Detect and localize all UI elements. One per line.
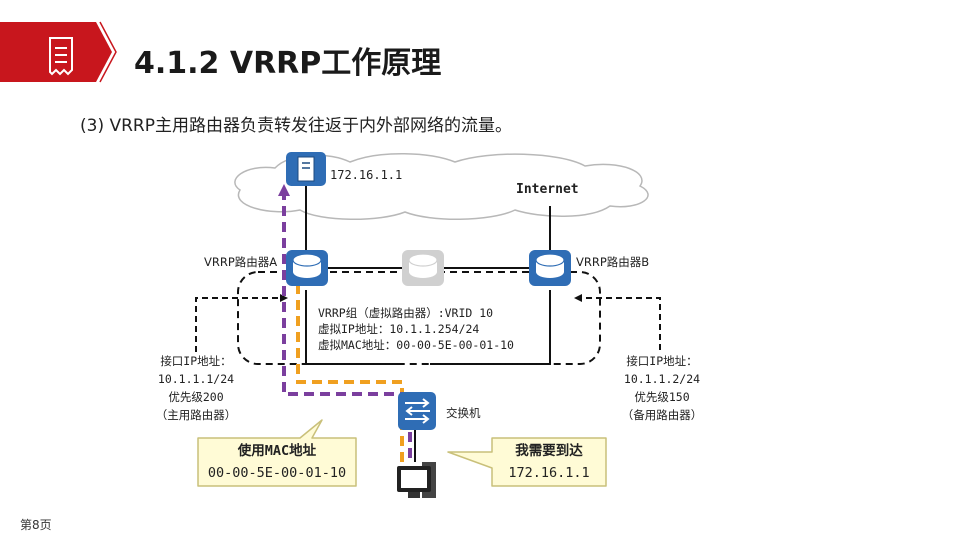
callout-left-title: 使用MAC地址: [237, 443, 317, 459]
internet-label: Internet: [516, 182, 579, 197]
router-b-info-role: （备用路由器）: [621, 408, 703, 422]
vrrp-virtual-ip-line: 虚拟IP地址：10.1.1.254/24: [318, 322, 480, 336]
page-number: 第8页: [20, 518, 52, 532]
router-a-info-priority: 优先级200: [168, 390, 224, 404]
switch-icon: [398, 392, 436, 430]
callout-right-ip: 172.16.1.1: [508, 465, 590, 481]
router-a-info: 接口IP地址： 10.1.1.1/24 优先级200 （主用路由器）: [140, 352, 252, 424]
callout-right-bubble: [447, 437, 607, 487]
router-a-info-line: 接口IP地址：: [160, 354, 232, 368]
virtual-router-icon: [402, 250, 444, 286]
router-b-info-line: 接口IP地址：: [626, 354, 698, 368]
server-icon: [286, 152, 326, 186]
document-icon: [49, 37, 73, 76]
page-subtitle: (3) VRRP主用路由器负责转发往返于内外部网络的流量。: [80, 116, 512, 136]
callout-left-bubble: [197, 419, 357, 487]
router-a-info-role: （主用路由器）: [155, 408, 237, 422]
router-a-info-ip: 10.1.1.1/24: [157, 372, 235, 386]
router-b-info-priority: 优先级150: [634, 390, 690, 404]
vrrp-virtual-mac-line: 虚拟MAC地址：00-00-5E-00-01-10: [318, 338, 514, 352]
switch-label: 交换机: [446, 406, 481, 420]
router-b-info-pointer: [580, 297, 661, 350]
router-b-info: 接口IP地址： 10.1.1.2/24 优先级150 （备用路由器）: [606, 352, 718, 424]
router-b-label: VRRP路由器B: [576, 255, 650, 269]
vrrp-group-info: VRRP组（虚拟路由器）:VRID 10 虚拟IP地址：10.1.1.254/2…: [318, 305, 514, 353]
callout-right-title: 我需要到达: [515, 443, 583, 459]
callout-left-mac: 00-00-5E-00-01-10: [207, 465, 347, 481]
callout-right: 我需要到达 172.16.1.1: [492, 440, 606, 484]
page-title: 4.1.2 VRRP工作原理: [134, 46, 442, 81]
header-chevron: [99, 21, 117, 83]
callout-left: 使用MAC地址 00-00-5E-00-01-10: [198, 440, 356, 484]
server-ip-label: 172.16.1.1: [330, 168, 403, 182]
header-banner: [0, 22, 112, 82]
router-a-info-pointer: [195, 297, 282, 352]
internet-cloud: [234, 153, 649, 221]
router-b-icon: [529, 250, 571, 286]
pc-icon: [397, 462, 436, 498]
vrrp-group-line: VRRP组（虚拟路由器）:VRID 10: [318, 306, 494, 320]
router-a-label: VRRP路由器A: [204, 255, 278, 269]
router-a-icon: [286, 250, 328, 286]
router-b-info-ip: 10.1.1.2/24: [623, 372, 701, 386]
